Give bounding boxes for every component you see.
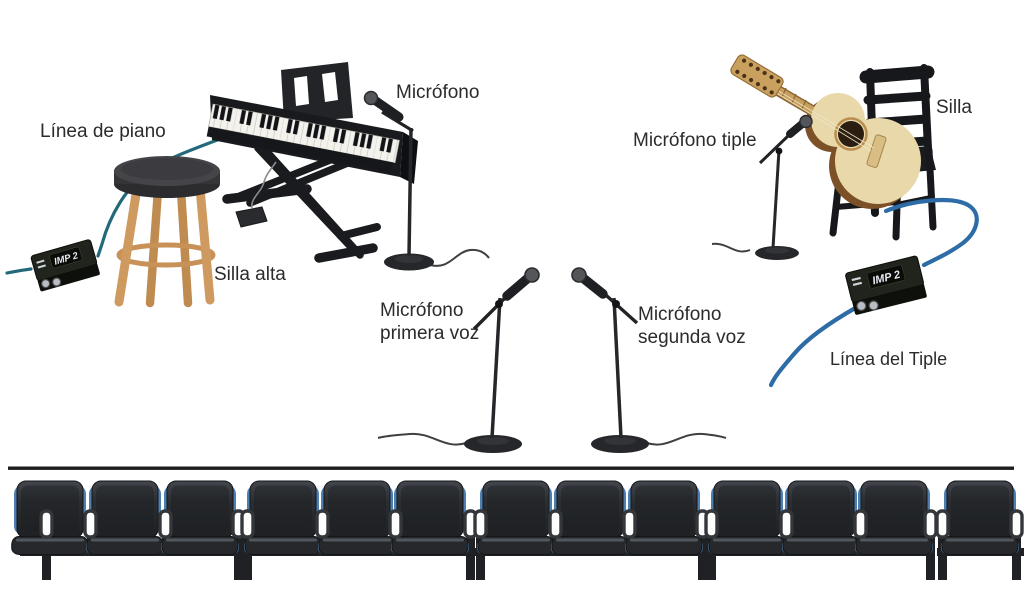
label-linea-tiple: Línea del Tiple: [830, 349, 948, 369]
tiple-microphone: [711, 114, 813, 260]
label-line: Micrófono: [380, 300, 464, 321]
label-microfono-tiple: Micrófono tiple: [633, 130, 757, 151]
audience-chair: [940, 480, 1020, 555]
piano-microphone: [363, 90, 490, 271]
audience-chair: [707, 480, 787, 555]
audience-chair: [317, 480, 397, 555]
vocal-mic-second-voice: [571, 267, 727, 453]
label-linea-piano: Línea de piano: [40, 121, 166, 142]
tiple-headstock: [730, 54, 784, 98]
audience-chair: [624, 480, 704, 555]
di-box-piano: IMP 2: [30, 239, 100, 292]
tiple-line-cable: [768, 197, 979, 388]
sustain-pedal: [235, 161, 277, 228]
label-line: segunda voz: [638, 327, 746, 348]
piano-keyboard: [206, 95, 418, 184]
audience-chair: [781, 480, 861, 555]
audience-chair: [476, 480, 556, 555]
vocal-mic-first-voice: [377, 267, 540, 453]
label-line: Micrófono: [638, 304, 722, 325]
keyboard-stand: [222, 144, 381, 263]
audience-chair: [390, 480, 470, 555]
label-microfono-piano: Micrófono: [396, 82, 480, 103]
stage-edge-line: [8, 466, 1014, 470]
label-line: primera voz: [380, 323, 480, 344]
label-microfono-segunda-voz: Micrófono segunda voz: [638, 303, 746, 349]
music-rest: [281, 62, 353, 122]
audience-chair: [550, 480, 630, 555]
audience-row: [10, 480, 1024, 580]
di-box-tiple: IMP 2: [845, 255, 927, 315]
high-stool: [114, 156, 220, 308]
label-microfono-primera-voz: Micrófono primera voz: [380, 299, 479, 345]
tiple-instrument: [730, 54, 921, 209]
label-silla-alta: Silla alta: [214, 264, 286, 285]
audience-chair: [243, 480, 323, 555]
label-silla: Silla: [936, 97, 972, 118]
